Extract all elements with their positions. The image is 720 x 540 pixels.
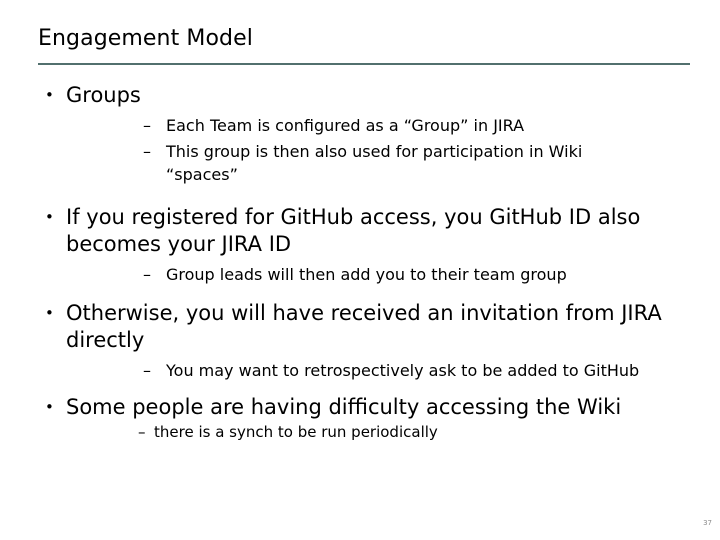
sub-list-item: Each Team is configured as a “Group” in …: [66, 114, 684, 137]
list-item: Some people are having difficulty access…: [0, 394, 720, 443]
sub-bullet-list: there is a synch to be run periodically: [66, 422, 684, 443]
sub-bullet-list: Each Team is configured as a “Group” in …: [66, 114, 684, 186]
bullet-group: Otherwise, you will have received an inv…: [0, 300, 720, 382]
bullet-list: Groups Each Team is configured as a “Gro…: [0, 82, 720, 443]
bullet-group-inner: Some people are having difficulty access…: [0, 394, 720, 443]
bullet-text: Otherwise, you will have received an inv…: [66, 301, 662, 352]
sub-bullet-text: Group leads will then add you to their t…: [166, 265, 567, 284]
bullet-group-inner: If you registered for GitHub access, you…: [0, 204, 720, 286]
bullet-text: Some people are having difficulty access…: [66, 395, 622, 419]
sub-bullet-text: This group is then also used for partici…: [166, 142, 583, 184]
bullet-group-inner: Groups Each Team is configured as a “Gro…: [0, 82, 720, 186]
bullet-group: If you registered for GitHub access, you…: [0, 204, 720, 286]
list-item: Otherwise, you will have received an inv…: [0, 300, 720, 382]
bullet-text: If you registered for GitHub access, you…: [66, 205, 641, 256]
sub-bullet-text: You may want to retrospectively ask to b…: [166, 361, 640, 380]
bullet-group: Groups Each Team is configured as a “Gro…: [0, 82, 720, 186]
list-item: If you registered for GitHub access, you…: [0, 204, 720, 286]
sub-list-item: This group is then also used for partici…: [66, 140, 684, 186]
bullet-text: Groups: [66, 83, 141, 107]
list-item: Groups Each Team is configured as a “Gro…: [0, 82, 720, 186]
slide-body: Groups Each Team is configured as a “Gro…: [0, 82, 720, 445]
title-divider: [38, 63, 690, 65]
sub-list-item: Group leads will then add you to their t…: [66, 263, 684, 286]
sub-bullet-list: Group leads will then add you to their t…: [66, 263, 684, 286]
sub-list-item: You may want to retrospectively ask to b…: [66, 359, 684, 382]
sub-bullet-list: You may want to retrospectively ask to b…: [66, 359, 684, 382]
sub-bullet-text: there is a synch to be run periodically: [154, 423, 438, 441]
page-title: Engagement Model: [38, 26, 253, 51]
page-number: 37: [703, 519, 712, 527]
sub-list-item: there is a synch to be run periodically: [66, 422, 684, 443]
bullet-group-inner: Otherwise, you will have received an inv…: [0, 300, 720, 382]
title-block: Engagement Model: [38, 25, 690, 53]
sub-bullet-text: Each Team is configured as a “Group” in …: [166, 116, 525, 135]
bullet-group: Some people are having difficulty access…: [0, 394, 720, 443]
